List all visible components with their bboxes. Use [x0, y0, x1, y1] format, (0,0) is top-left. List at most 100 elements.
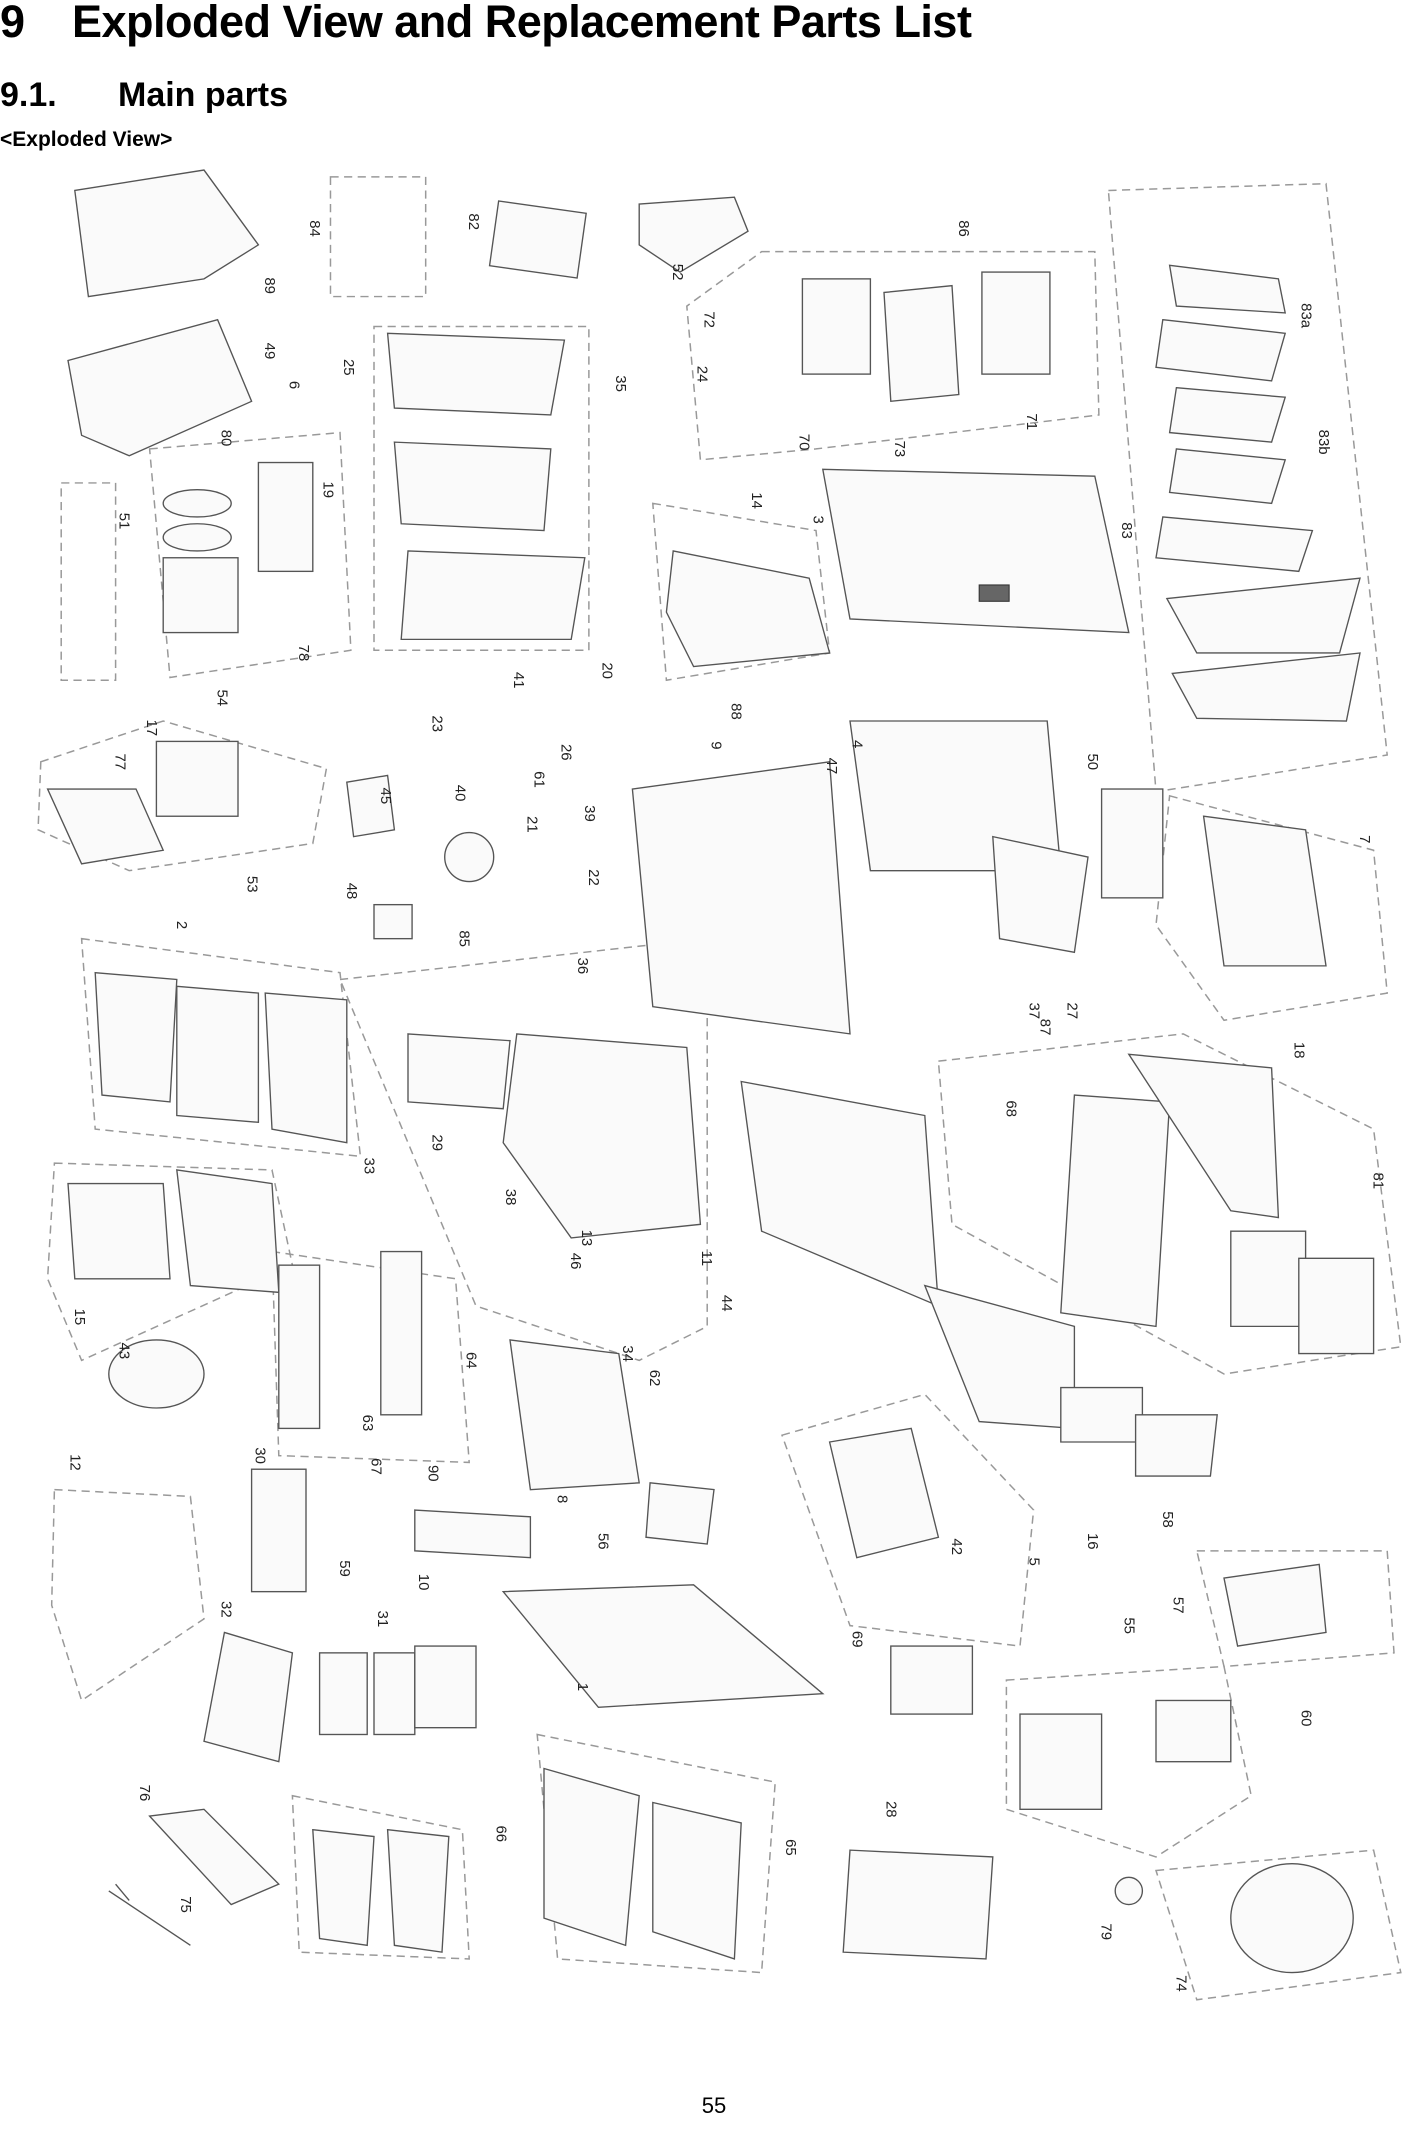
part-number-label: 27 [1064, 1002, 1081, 1019]
control-unit [414, 1509, 532, 1559]
part-number-label: 40 [452, 785, 469, 802]
part-number-label: 83a [1298, 303, 1315, 329]
page-number: 55 [701, 2093, 727, 2118]
panel-housing [1155, 516, 1314, 573]
part-number-label: 37 [1026, 1002, 1043, 1019]
part-number-label: 9 [707, 741, 724, 749]
outlet [1223, 1563, 1327, 1647]
part-number-label: 70 [796, 434, 813, 451]
base-plate [501, 1584, 825, 1708]
part-number-label: 82 [465, 213, 482, 230]
part-number-label: 44 [718, 1295, 735, 1312]
part-number-label: 66 [492, 1825, 509, 1842]
frame-panel [386, 332, 566, 416]
part-number-label: 2 [173, 921, 190, 929]
grille [978, 584, 1010, 602]
part-number-label: 38 [502, 1189, 519, 1206]
part-number-label: 35 [612, 375, 629, 392]
bracket [645, 1482, 715, 1545]
part-number-label: 36 [574, 958, 591, 975]
part-number-label: 71 [1023, 413, 1040, 430]
cylinder [162, 557, 239, 634]
part-number-label: 55 [1121, 1617, 1138, 1634]
part-number-label: 87 [1036, 1019, 1053, 1036]
part-number-label: 83b [1315, 430, 1332, 455]
filter [373, 1652, 416, 1736]
overlay [1165, 577, 1361, 654]
part-number-label: 31 [374, 1611, 391, 1628]
part-number-label: 88 [728, 703, 745, 720]
part-number-label: 13 [578, 1230, 595, 1247]
part-number-label: 17 [143, 719, 160, 736]
part-number-label: 48 [343, 883, 360, 900]
part-number-label: 22 [585, 869, 602, 886]
part-number-label: 10 [415, 1574, 432, 1591]
group-outline [686, 250, 1100, 461]
window [1298, 1257, 1375, 1355]
part-number-label: 78 [295, 645, 312, 662]
part-number-label: 73 [891, 441, 908, 458]
part-number-label: 26 [558, 744, 575, 761]
part-number-label: 74 [1172, 1975, 1189, 1992]
part-number-label: 65 [782, 1839, 799, 1856]
group-outline [60, 482, 117, 681]
group-outline [1155, 794, 1389, 1022]
part-number-label: 57 [1170, 1597, 1187, 1614]
chapter-number: 9 [0, 0, 25, 47]
link-arm [312, 1828, 375, 1947]
part-number-label: 90 [424, 1465, 441, 1482]
boiler [250, 1468, 307, 1593]
part-number-label: 34 [619, 1345, 636, 1362]
part-number-label: 21 [524, 816, 541, 833]
part-number-label: 16 [1084, 1533, 1101, 1550]
part-number-label: 61 [530, 771, 547, 788]
group-outline [781, 1393, 1035, 1647]
part-number-label: 54 [214, 690, 231, 707]
part-number-label: 4 [849, 740, 866, 748]
part-number-label: 11 [698, 1251, 715, 1267]
group-outline [1195, 1550, 1395, 1668]
knob [1114, 1876, 1144, 1906]
part-number-label: 58 [1159, 1511, 1176, 1528]
top-cover [821, 468, 1130, 634]
part-number-label: 33 [360, 1158, 377, 1175]
section-number: 9.1. [0, 76, 57, 114]
part-number-label: 29 [428, 1134, 445, 1151]
rail [380, 1250, 423, 1416]
group-outline [373, 325, 590, 652]
frame-panel [393, 441, 552, 532]
gear-wheel [444, 831, 495, 883]
part-number-label: 42 [948, 1538, 965, 1555]
drip-grille [992, 835, 1089, 954]
part-number-label: 30 [252, 1447, 269, 1464]
brew-unit-left [801, 278, 872, 375]
part-number-label: 23 [428, 715, 445, 732]
group-outline [338, 937, 708, 1362]
overlay [1171, 652, 1361, 722]
group-outline [1005, 1665, 1253, 1858]
part-number-label: 43 [116, 1343, 133, 1360]
pump [155, 740, 239, 817]
panel [264, 992, 348, 1144]
group-outline [46, 1162, 294, 1362]
part-number-label: 12 [67, 1454, 84, 1471]
part-number-label: 15 [71, 1309, 88, 1326]
window [1230, 1230, 1307, 1328]
grinder [509, 1339, 640, 1491]
part-number-label: 24 [694, 366, 711, 383]
part-number-label: 3 [809, 516, 826, 524]
motor-cover [1155, 1699, 1232, 1763]
part-number-label: 39 [581, 805, 598, 822]
section-heading: 9.1.Main parts [0, 76, 288, 115]
brew-unit-right [981, 271, 1051, 375]
part-number-label: 67 [367, 1458, 384, 1475]
link-arm [386, 1828, 450, 1953]
ring [162, 523, 232, 552]
part-number-label: 6 [286, 381, 303, 389]
lcd [1168, 448, 1287, 505]
part-number-label: 68 [1002, 1100, 1019, 1117]
group-outline [329, 176, 427, 298]
